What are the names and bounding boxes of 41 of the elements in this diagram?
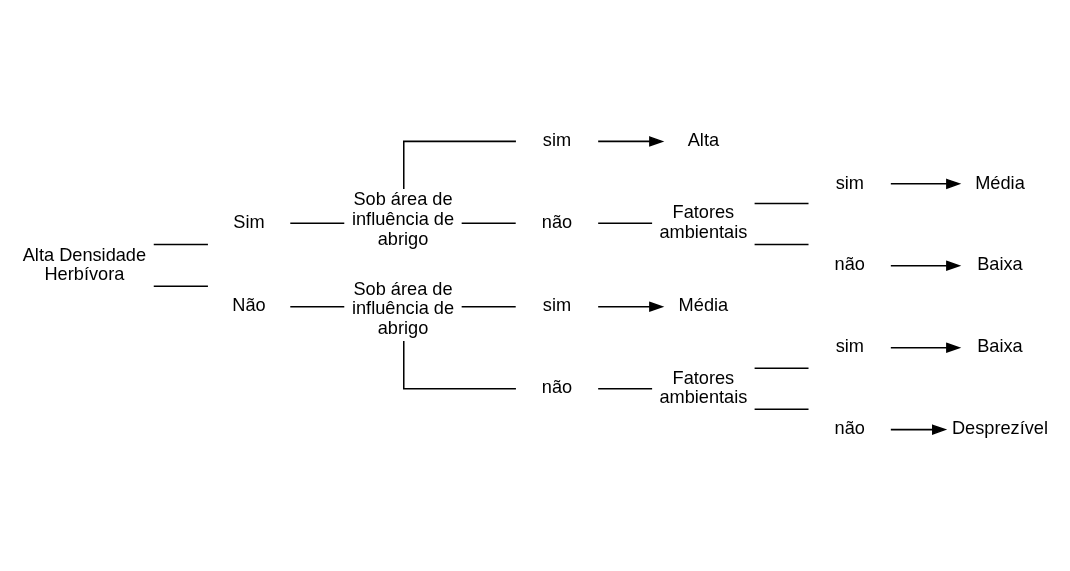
node-text: sim [835, 336, 864, 357]
node-text: Baixa [977, 254, 1023, 275]
connector [153, 285, 209, 287]
node-text: Sob área de influência de abrigo [351, 278, 455, 339]
node-text: Desprezível [951, 418, 1048, 439]
node-text: sim [835, 172, 864, 193]
connector [753, 408, 810, 410]
connector [753, 243, 810, 246]
node-text: não [541, 212, 573, 232]
connector [597, 387, 653, 390]
node-text: Não [232, 295, 266, 316]
node-text: não [541, 377, 573, 398]
connector [753, 367, 810, 369]
node-text: Fatores ambientais [659, 367, 748, 408]
arrow [890, 342, 962, 354]
node-text: não [834, 418, 865, 439]
arrow [597, 301, 665, 313]
connector [460, 222, 517, 225]
arrow [597, 136, 665, 147]
node-text: Alta Densidade Herbívora [22, 244, 147, 285]
node-text: sim [542, 295, 572, 316]
arrow [890, 260, 962, 272]
node-text: sim [542, 130, 572, 151]
node-text: Baixa [977, 336, 1023, 357]
connector [289, 306, 346, 308]
node-text: não [834, 254, 865, 275]
connector [753, 202, 810, 205]
connector [597, 222, 653, 225]
node-text: Fatores ambientais [659, 202, 748, 242]
connector [403, 140, 517, 190]
node-text: Média [678, 295, 729, 316]
arrow [890, 424, 948, 435]
node-text: Alta [687, 130, 720, 151]
connector [153, 243, 209, 246]
node-text: Sim [233, 212, 265, 232]
arrow [890, 178, 962, 190]
node-text: Sob área de influência de abrigo [351, 189, 455, 249]
connector [403, 340, 517, 390]
connector [289, 222, 346, 225]
node-text: Média [975, 172, 1025, 193]
connector [460, 306, 517, 308]
